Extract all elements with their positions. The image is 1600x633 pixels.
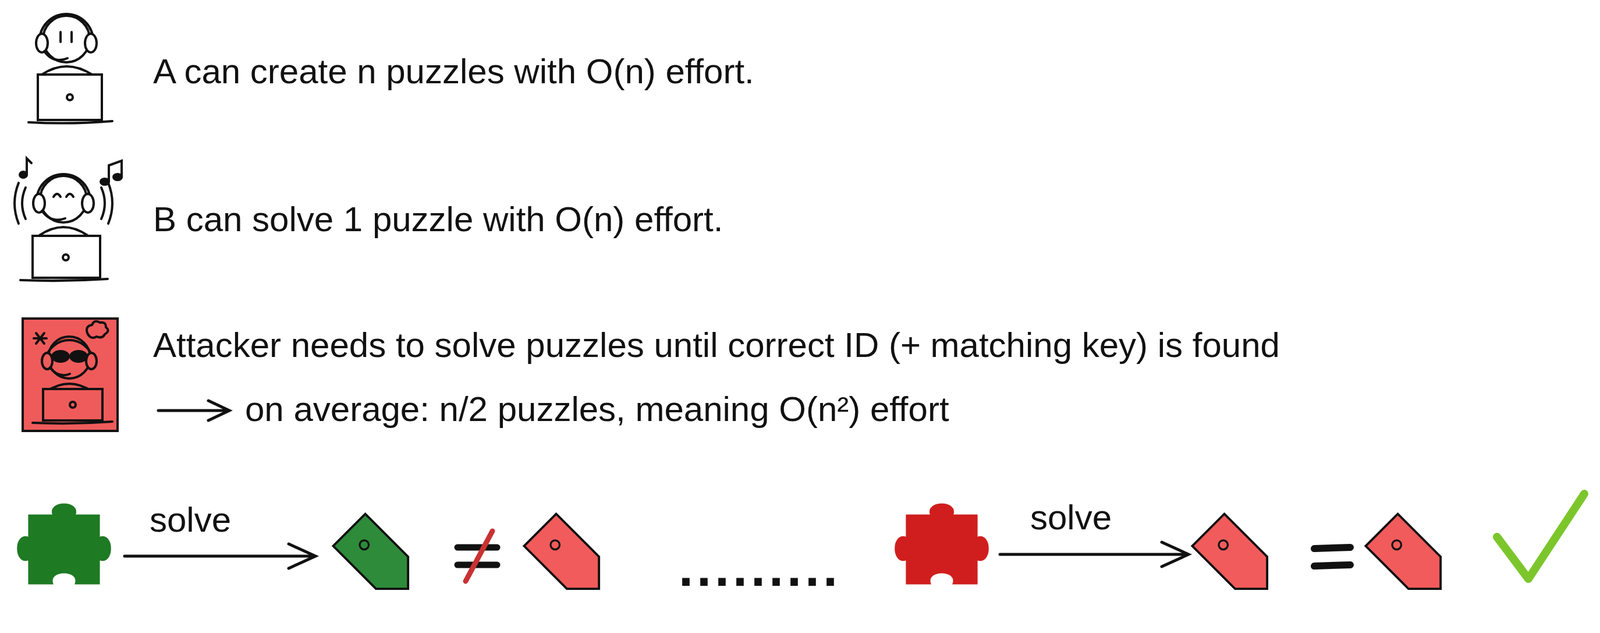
sunglasses (70, 350, 87, 362)
arrow-label: solve (1030, 496, 1112, 539)
headband (39, 13, 94, 41)
inline-arrow (158, 400, 230, 421)
person-a-icon (28, 13, 113, 124)
equal-sign (1314, 547, 1351, 566)
laptop-logo (62, 254, 69, 261)
sound-waves (101, 182, 113, 224)
music-note (26, 158, 32, 175)
laptop (32, 235, 101, 278)
earmuff (36, 33, 48, 53)
solve-arrow (999, 541, 1189, 567)
red-tag (1191, 513, 1283, 605)
desk-line (20, 278, 108, 281)
attacker-icon (22, 318, 118, 431)
statement-text: A can create n puzzles with O(n) effort. (153, 50, 755, 93)
statement-text: on average: n/2 puzzles, meaning O(n²) e… (245, 388, 950, 431)
green-puzzle-piece (17, 503, 111, 584)
arrow-label: solve (149, 498, 232, 541)
music-note (108, 160, 122, 182)
not-equal-sign (457, 530, 498, 581)
shoulders (41, 66, 92, 75)
microphone (41, 210, 66, 221)
head (48, 336, 91, 379)
laptop-logo (66, 94, 73, 101)
statement-text: Attacker needs to solve puzzles until co… (153, 324, 1280, 367)
desk-line (32, 421, 113, 424)
music-note (113, 174, 122, 180)
happy-eyes (53, 193, 74, 197)
microphone (44, 51, 68, 60)
laptop-logo (69, 401, 76, 408)
head (40, 175, 87, 223)
red-tag (1365, 513, 1457, 605)
earmuff (33, 193, 45, 213)
music-note (100, 178, 109, 185)
eyes (60, 32, 72, 42)
red-puzzle-piece (895, 503, 989, 584)
green-tag (332, 513, 424, 605)
red-tag (523, 513, 615, 605)
attacker-frame (22, 318, 118, 431)
laptop (43, 388, 103, 421)
laptop (37, 74, 102, 120)
sunglasses (52, 350, 69, 362)
microphone (50, 367, 70, 375)
desk-line (28, 121, 113, 124)
anger-star (33, 332, 47, 344)
headband (36, 174, 91, 201)
head (43, 15, 90, 63)
earmuff (84, 33, 97, 53)
ellipsis-dots: ......... (678, 536, 842, 599)
check-mark (1496, 493, 1585, 579)
person-b-icon (14, 158, 122, 281)
sound-waves (14, 182, 26, 224)
statement-text: B can solve 1 puzzle with O(n) effort. (153, 198, 723, 241)
anger-puff (86, 321, 109, 338)
earmuff (82, 193, 94, 213)
solve-arrow (124, 543, 316, 569)
shoulders (39, 226, 88, 236)
